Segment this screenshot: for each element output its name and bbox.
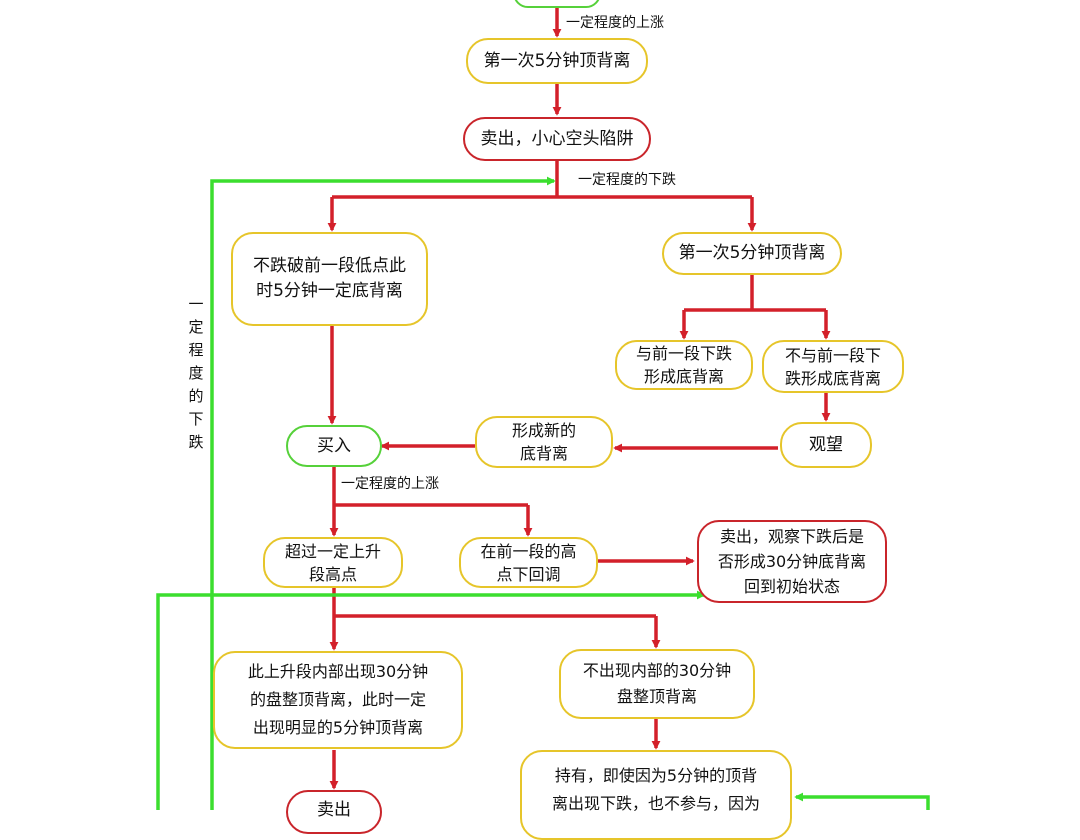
- label-fall-vertical: 一 定 程 度 的 下 跌: [188, 295, 204, 451]
- flowchart: 第一次5分钟顶背离 卖出，小心空头陷阱 不跌破前一段低点此 时5分钟一定底背离 …: [156, 0, 930, 840]
- connector-layer: [156, 8, 930, 810]
- connector-div2-split: [684, 275, 826, 312]
- green-loop-hold: [794, 792, 930, 810]
- node-not-with-prev-down: 不与前一段下 跌形成底背离: [762, 340, 904, 393]
- node-hold: 持有，即使因为5分钟的顶背 离出现下跌，也不参与，因为: [520, 750, 792, 840]
- label-rise-2: 一定程度的上涨: [341, 476, 439, 492]
- node-no-break-low: 不跌破前一段低点此 时5分钟一定底背离: [231, 232, 428, 326]
- node-watch: 观望: [780, 422, 872, 468]
- node-sell-observe: 卖出，观察下跌后是 否形成30分钟底背离 回到初始状态: [697, 520, 887, 603]
- green-loop-fall: [210, 176, 556, 810]
- node-first-top-divergence-2: 第一次5分钟顶背离: [662, 232, 842, 275]
- green-loop-back: [156, 590, 706, 810]
- node-pullback: 在前一段的高 点下回调: [459, 537, 598, 588]
- label-rise-1: 一定程度的上涨: [566, 15, 664, 31]
- node-sell-bottom: 卖出: [286, 790, 382, 834]
- node-new-bottom-divergence: 形成新的 底背离: [475, 416, 613, 468]
- node-no-inner-30min: 不出现内部的30分钟 盘整顶背离: [559, 649, 755, 719]
- node-top-stub: [513, 0, 601, 8]
- label-fall-1: 一定程度的下跌: [578, 172, 676, 188]
- node-sell-caution: 卖出，小心空头陷阱: [463, 117, 651, 161]
- node-exceed-high: 超过一定上升 段高点: [263, 537, 403, 588]
- node-inner-30min-divergence: 此上升段内部出现30分钟 的盘整顶背离，此时一定 出现明显的5分钟顶背离: [213, 651, 463, 749]
- connector-buy-split: [332, 467, 528, 507]
- node-first-top-divergence: 第一次5分钟顶背离: [466, 38, 648, 84]
- connector-sell-split: [332, 160, 752, 199]
- node-buy: 买入: [286, 425, 382, 467]
- connector-exceed-split: [332, 588, 656, 618]
- node-with-prev-down: 与前一段下跌 形成底背离: [615, 340, 753, 390]
